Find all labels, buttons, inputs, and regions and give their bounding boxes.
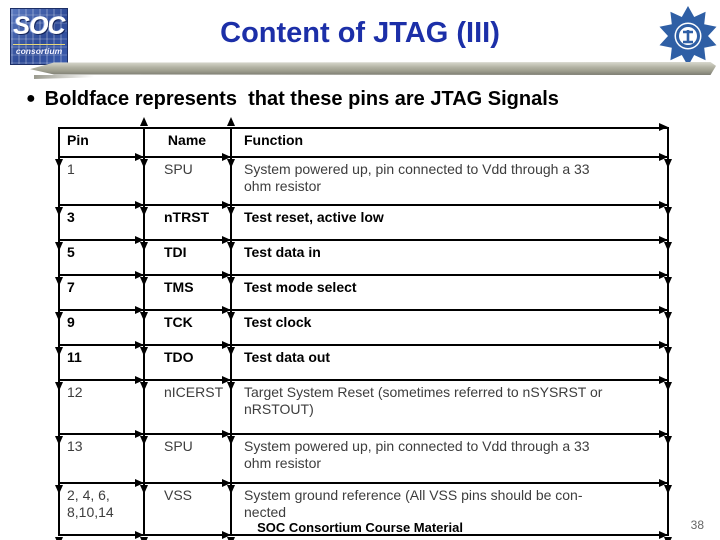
cell-text: Test data in (244, 244, 321, 260)
slide-title: Content of JTAG (III) (220, 17, 500, 49)
bullet-point: ● Boldface represents that these pins are… (26, 88, 704, 111)
cell-text: Test clock (244, 314, 312, 330)
cell-text: 1 (67, 161, 75, 177)
cell-text: Target System Reset (sometimes referred … (244, 384, 603, 417)
function-cell: System powered up, pin connected to Vdd … (230, 156, 672, 216)
cell-text: System powered up, pin connected to Vdd … (244, 438, 590, 471)
cell-text: 2, 4, 6, 8,10,14 (67, 487, 114, 520)
table-header-row: Pin Name Function (55, 117, 672, 168)
soc-logo-text: SOC (13, 12, 65, 40)
name-cell: VSS (143, 482, 235, 540)
bullet-dot-icon: ● (26, 90, 36, 107)
cell-text: 13 (67, 438, 83, 454)
name-cell: SPU (143, 433, 235, 494)
name-cell: SPU (143, 156, 235, 216)
table-row-pin-9: 9 TCK Test clock (55, 309, 672, 356)
arrowhead-decoration (140, 117, 148, 126)
pin-cell: 2, 4, 6, 8,10,14 (55, 482, 148, 540)
table-row-pin-2-4-6-8-10-14: 2, 4, 6, 8,10,14 VSS System ground referen… (55, 482, 672, 540)
column-header-pin: Pin (55, 127, 148, 168)
function-cell: Test mode select (230, 274, 672, 321)
function-cell: System ground reference (All VSS pins sh… (230, 482, 672, 540)
arrowhead-decoration (227, 117, 235, 126)
column-header-function: Function (227, 117, 672, 168)
arrowhead-decoration (659, 123, 668, 131)
cell-text: nTRST (164, 209, 210, 225)
footer-text: SOC Consortium Course Material (257, 520, 463, 535)
divider-bar-shadow (34, 75, 94, 79)
cell-text: TDI (164, 244, 187, 260)
name-cell: TDO (143, 344, 235, 391)
column-header-name: Name (140, 117, 235, 168)
cell-text: TCK (164, 314, 193, 330)
cell-text: 12 (67, 384, 83, 400)
cell-text: nICERST (164, 384, 224, 400)
cell-text: Test reset, active low (244, 209, 384, 225)
cell-text: TDO (164, 349, 194, 365)
table-row-pin-12: 12 nICERST Target System Reset (sometimes … (55, 379, 672, 445)
cell-text: System ground reference (All VSS pins sh… (244, 487, 583, 520)
function-cell: Target System Reset (sometimes referred … (230, 379, 672, 445)
page-number: 38 (690, 518, 704, 532)
name-cell: TMS (143, 274, 235, 321)
name-cell: TDI (143, 239, 235, 286)
pin-cell: 5 (55, 239, 148, 286)
table-row-pin-3: 3 nTRST Test reset, active low (55, 204, 672, 251)
cell-text: Test mode select (244, 279, 357, 295)
pin-cell: 11 (55, 344, 148, 391)
function-cell: Test clock (230, 309, 672, 356)
cell-text: 5 (67, 244, 75, 260)
cell-text: VSS (164, 487, 193, 503)
horizontal-divider-bar (30, 62, 716, 75)
pin-cell: 3 (55, 204, 148, 251)
name-cell: nTRST (143, 204, 235, 251)
table-row-pin-13: 13 SPU System powered up, pin connected to… (55, 433, 672, 494)
pin-cell: 7 (55, 274, 148, 321)
cell-text: TMS (164, 279, 194, 295)
pin-cell: 12 (55, 379, 148, 445)
function-cell: System powered up, pin connected to Vdd … (230, 433, 672, 494)
table-row-pin-5: 5 TDI Test data in (55, 239, 672, 286)
cell-text: 9 (67, 314, 75, 330)
table-row-pin-11: 11 TDO Test data out (55, 344, 672, 391)
cell-text: 11 (67, 349, 82, 365)
cell-text: 3 (67, 209, 75, 225)
function-cell: Test data in (230, 239, 672, 286)
column-header-label: Pin (67, 132, 89, 148)
pin-cell: 9 (55, 309, 148, 356)
column-header-label: Function (244, 132, 304, 148)
pin-cell: 1 (55, 156, 148, 216)
cell-text: Test data out (244, 349, 331, 365)
cell-text: SPU (164, 161, 193, 177)
function-cell: Test data out (230, 344, 672, 391)
university-emblem-icon (658, 2, 718, 68)
cell-text: System powered up, pin connected to Vdd … (244, 161, 590, 194)
cell-text: SPU (164, 438, 193, 454)
name-cell: nICERST (143, 379, 235, 445)
bullet-text: Boldface represents that these pins are … (44, 88, 559, 110)
table-row-pin-7: 7 TMS Test mode select (55, 274, 672, 321)
name-cell: TCK (143, 309, 235, 356)
table-row-pin-1: 1 SPU System powered up, pin connected to … (55, 156, 672, 216)
soc-consortium-logo: SOC consortium (10, 8, 68, 65)
soc-logo-subtext: consortium (13, 44, 65, 56)
pin-cell: 13 (55, 433, 148, 494)
function-cell: Test reset, active low (230, 204, 672, 251)
column-header-label: Name (167, 132, 207, 148)
cell-text: 7 (67, 279, 75, 295)
